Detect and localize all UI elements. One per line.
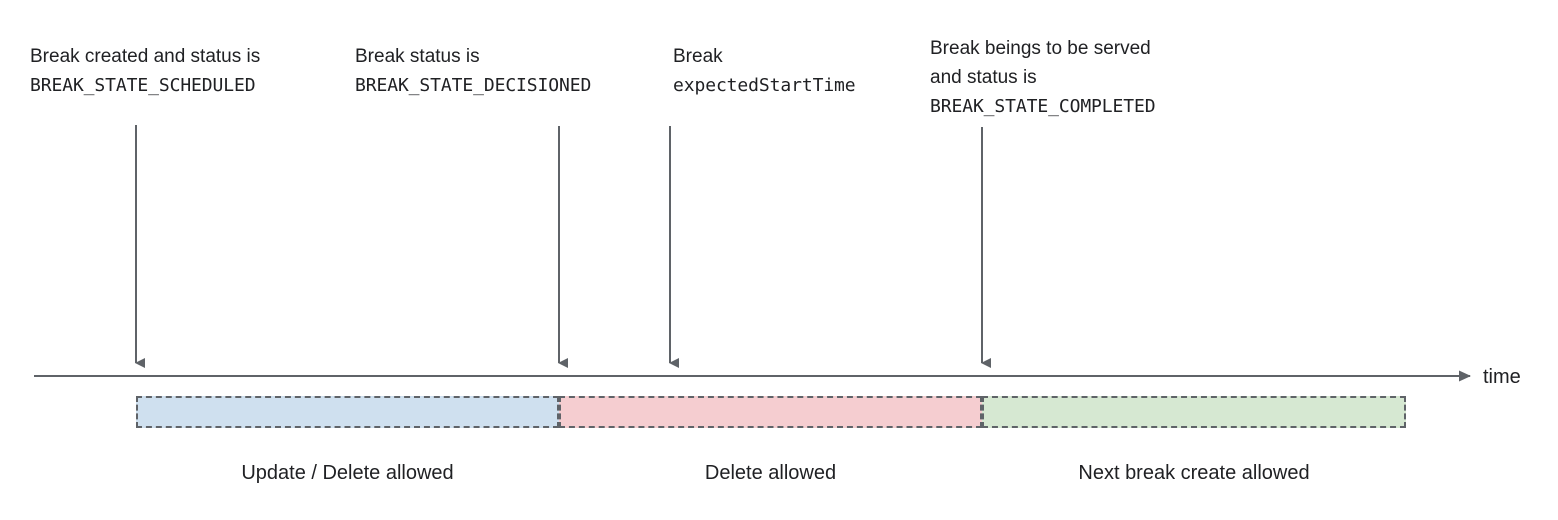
annotation-expected-start-time-line-0: Break [673, 46, 723, 67]
annotation-break-created-line-0: Break created and status is [30, 46, 261, 67]
annotation-expected-start-time: Break expectedStartTime [673, 42, 856, 100]
segment-delete-allowed-caption: Delete allowed [704, 462, 837, 484]
annotation-break-completed: Break beings to be served and status is BR… [930, 34, 1156, 121]
segment-update-delete-allowed [136, 396, 559, 428]
annotation-break-completed-line-2: BREAK_STATE_COMPLETED [930, 96, 1156, 117]
event-marker-arrows [135, 125, 991, 368]
annotation-break-created: Break created and status is BREAK_STATE_S… [30, 42, 260, 100]
annotation-break-completed-line-1: and status is [930, 67, 1037, 88]
annotation-break-decisioned: Break status is BREAK_STATE_DECISIONED [355, 42, 591, 100]
annotation-break-decisioned-line-1: BREAK_STATE_DECISIONED [355, 75, 592, 96]
annotation-break-created-line-1: BREAK_STATE_SCHEDULED [30, 75, 256, 96]
segment-next-break-create-allowed [982, 396, 1406, 428]
annotation-break-completed-line-0: Break beings to be served [930, 38, 1151, 59]
segment-update-delete-allowed-caption: Update / Delete allowed [241, 462, 454, 484]
annotation-expected-start-time-line-1: expectedStartTime [673, 75, 856, 96]
segment-next-break-create-allowed-caption: Next break create allowed [1078, 462, 1310, 484]
segment-delete-allowed [559, 396, 982, 428]
annotation-break-decisioned-line-0: Break status is [355, 46, 480, 67]
time-axis-label: time [1483, 366, 1521, 388]
